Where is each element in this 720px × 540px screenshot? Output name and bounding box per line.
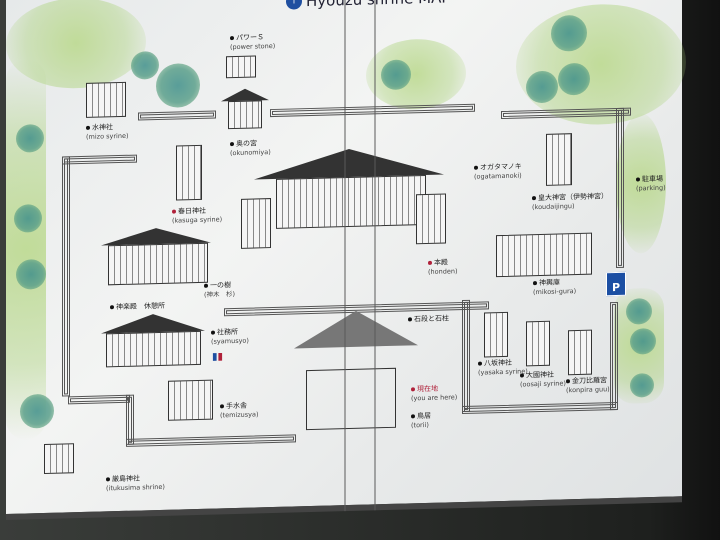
- yasaka-shrine-drawing: [484, 311, 508, 358]
- koudaijingu-drawing: [546, 133, 572, 186]
- label-ichinoki: 一の樹(神木 杉): [204, 281, 236, 299]
- stone-wall: [126, 394, 134, 445]
- kaguraden-drawing: [108, 242, 208, 286]
- mizo-shrine-drawing: [86, 81, 126, 118]
- map-title: i Hyouzu shrine MAP: [286, 0, 450, 11]
- label-kaguraden: 神楽殿 休憩所: [110, 302, 165, 312]
- label-okunomiya: 奥の宮(okunomiya): [230, 139, 271, 158]
- restroom-icon: ▮▮: [212, 351, 224, 363]
- okunomiya-drawing: [228, 100, 262, 130]
- stone-wall: [62, 154, 137, 165]
- oosaji-shrine-drawing: [526, 320, 550, 367]
- label-konpira: 金刀比羅宮(konpira guu): [566, 376, 610, 395]
- stone-wall: [68, 394, 130, 405]
- stone-wall: [616, 107, 624, 269]
- info-icon: i: [286, 0, 302, 10]
- label-ishidan: 石段と石柱: [408, 314, 449, 324]
- mikosigura-drawing: [496, 232, 592, 278]
- stone-wall: [62, 156, 70, 397]
- label-mizo-shrine: 水神社(mizo syrine): [86, 123, 129, 141]
- title-text: Hyouzu shrine MAP: [306, 0, 450, 10]
- label-koudaijingu: 皇大神宮（伊勢神宮）(koudaijingu): [532, 192, 608, 212]
- glass-reflection: [374, 0, 376, 511]
- honden-building: [276, 175, 426, 229]
- stone-wall: [270, 103, 475, 118]
- stone-wall: [462, 299, 470, 413]
- label-itukusima-shrine: 厳島神社(itukusima shrine): [106, 474, 165, 493]
- tree: [20, 393, 54, 429]
- storehouse-drawing: [226, 55, 256, 79]
- tree: [156, 62, 200, 109]
- itukusima-shrine-drawing: [44, 443, 74, 475]
- glass-reflection: [344, 0, 346, 512]
- label-ogatamanoki: オガタマノキ(ogatamanoki): [474, 162, 522, 181]
- label-kasuga-shrine: 春日神社(kasuga syrine): [172, 206, 223, 225]
- label-parking: 駐車場(parking): [636, 174, 666, 193]
- tree: [131, 50, 159, 80]
- stone-wall: [462, 401, 618, 415]
- torii-drawing: [306, 367, 396, 431]
- kasuga-shrine-drawing: [176, 144, 202, 201]
- shrine-map-board: i Hyouzu shrine MAP パワーＳ(power stone) 水神社…: [6, 0, 686, 520]
- label-temizusya: 手水舎(temizusya): [220, 401, 259, 420]
- parking-sign: P: [606, 271, 626, 297]
- stone-wall: [126, 434, 296, 447]
- label-syamusyo: 社務所(syamusyo): [211, 327, 249, 346]
- konpira-shrine-drawing: [568, 329, 592, 376]
- label-honden: 本殿(honden): [428, 258, 458, 276]
- stone-lantern: [416, 193, 446, 245]
- label-mikosigura: 神輿庫(mikosi-gura): [533, 278, 577, 297]
- foliage: [6, 58, 46, 440]
- stone-steps: [294, 309, 418, 349]
- temizusya-drawing: [168, 379, 213, 421]
- stone-wall: [138, 110, 216, 121]
- syamusyo-drawing: [106, 330, 201, 368]
- stone-wall: [610, 301, 618, 411]
- label-you-are-here: 現在地(you are here): [411, 384, 458, 403]
- label-torii: 鳥居(torii): [411, 411, 431, 430]
- stone-lantern: [241, 198, 271, 249]
- label-power-stone: パワーＳ(power stone): [230, 33, 276, 52]
- label-oosaji-shrine: 大國神社(oosaji syrine): [520, 370, 566, 389]
